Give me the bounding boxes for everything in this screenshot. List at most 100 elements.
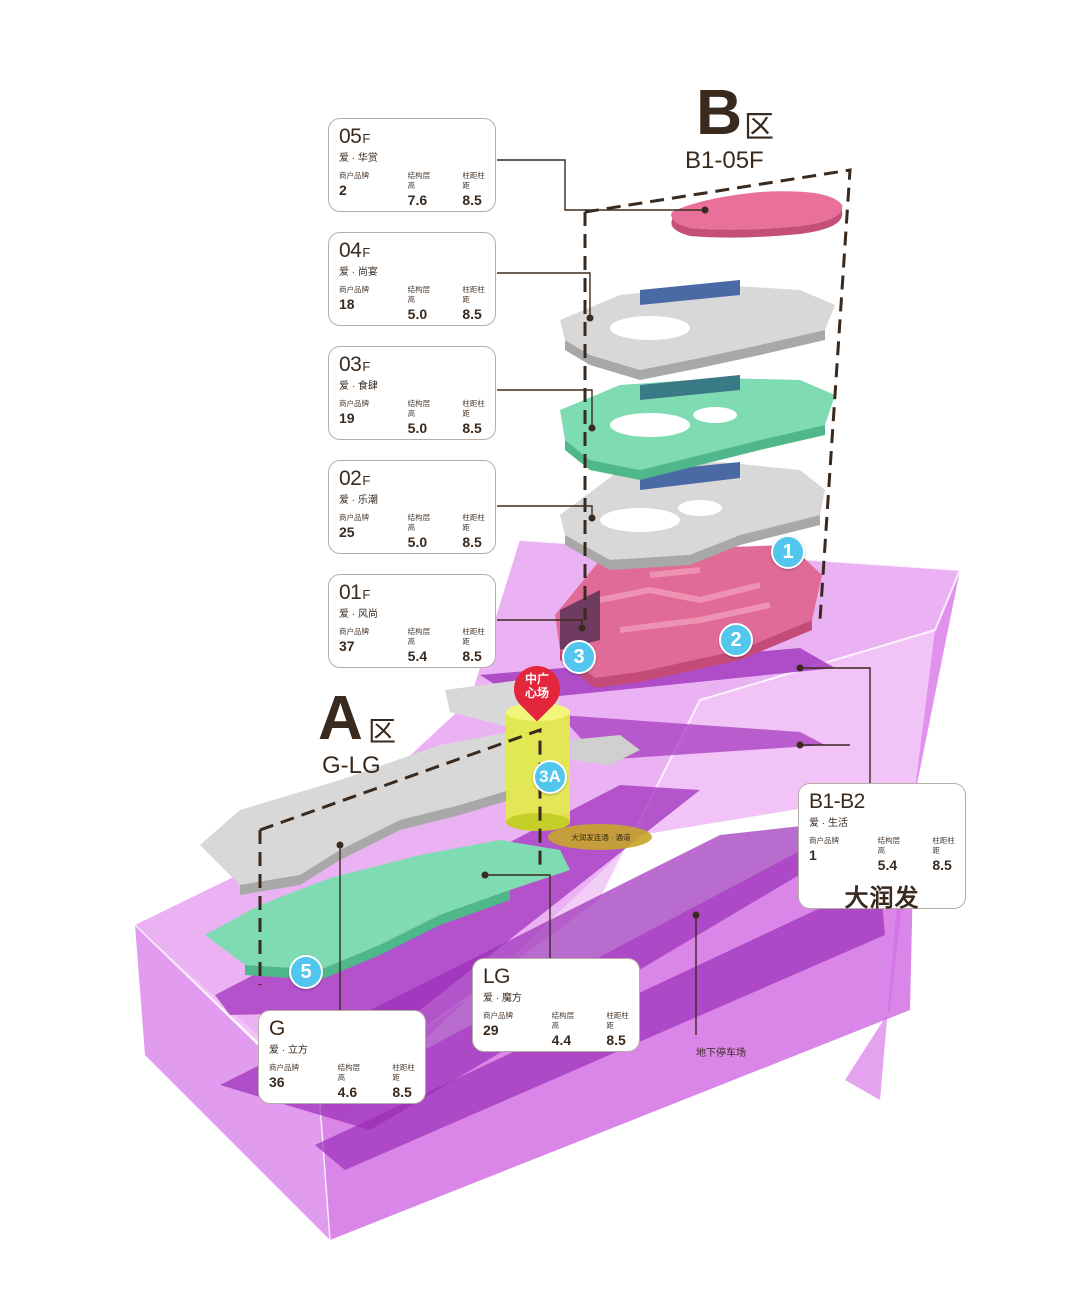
stat-label: 商户品牌 [483,1011,513,1020]
stat-value: 8.5 [606,1032,626,1048]
stat-value: 36 [269,1074,285,1090]
central-plaza-label-line1: 中广 [524,672,549,686]
floor-name: 爱 · 华赏 [339,153,378,164]
entrance-badge-2: 2 [719,623,753,657]
stat-label: 商户品牌 [339,171,369,180]
connector-ellipse [548,824,652,850]
anchor-store-name: 大润发 [844,885,920,912]
floor-number: B1-B2 [809,790,865,813]
stat-label: 结构层高 [877,836,901,855]
floor-card-01f: 01F 爱 · 风尚 商户品牌 37 结构层高 5.4 柱距柱距 8.5 [328,574,496,668]
stat-label: 商户品牌 [809,836,839,845]
floor-name: 爱 · 乐潮 [339,495,378,506]
stat-value: 5.0 [407,420,428,436]
parking-label: 地下停车场 [696,1048,746,1059]
floor-04f-plate [560,280,835,380]
floor-02f-plate [560,462,825,570]
stat-value: 8.5 [462,534,482,550]
stat-value: 7.6 [407,192,428,208]
stat-value: 4.6 [337,1084,358,1100]
stat-value: 25 [339,524,355,540]
stat-value: 8.5 [462,192,482,208]
stat-label: 商户品牌 [339,627,369,636]
connector-label: 大润发连通 · 通道 [571,833,631,842]
stat-value: 8.5 [462,420,482,436]
zone-b-range: B1-05F [685,147,764,174]
stat-label: 柱距柱距 [462,399,485,418]
floor-number: 04F [339,239,370,262]
stat-value: 1 [809,847,817,863]
floor-card-g: G 爱 · 立方 商户品牌 36 结构层高 4.6 柱距柱距 8.5 [258,1010,426,1104]
stat-value: 5.0 [407,534,428,550]
stat-value: 5.4 [407,648,428,664]
stat-label: 柱距柱距 [462,513,485,532]
stat-label: 商户品牌 [339,285,369,294]
stat-value: 8.5 [462,306,482,322]
stat-label: 柱距柱距 [462,171,485,190]
floor-name: 爱 · 尚宴 [339,267,378,278]
floor-number: 02F [339,467,370,490]
zone-a-letter: A [318,684,363,753]
stat-label: 结构层高 [407,513,431,532]
stat-label: 柱距柱距 [392,1063,415,1082]
floor-g-plate [200,680,640,895]
floor-name: 爱 · 风尚 [339,609,378,620]
zone-b-suffix: 区 [744,111,774,144]
stat-value: 18 [339,296,355,312]
entrance-badge-5: 5 [289,955,323,989]
floor-number: 01F [339,581,370,604]
stat-label: 结构层高 [337,1063,361,1082]
entrance-badge-3a: 3A [533,760,567,794]
floor-card-03f: 03F 爱 · 食肆 商户品牌 19 结构层高 5.0 柱距柱距 8.5 [328,346,496,440]
stat-value: 2 [339,182,347,198]
stat-value: 8.5 [462,648,482,664]
stat-label: 结构层高 [407,399,431,418]
stat-label: 结构层高 [407,285,431,304]
stat-label: 柱距柱距 [932,836,955,855]
floor-card-05f: 05F 爱 · 华赏 商户品牌 2 结构层高 7.6 柱距柱距 8.5 [328,118,496,212]
floor-03f-plate [560,375,835,480]
entrance-badge-1: 1 [771,535,805,569]
floor-name: 爱 · 食肆 [339,381,378,392]
stat-value: 5.0 [407,306,428,322]
stat-label: 柱距柱距 [462,627,485,646]
leader-dots [336,206,804,919]
floor-number: G [269,1017,285,1040]
floor-lg-plate [205,840,570,980]
stat-label: 柱距柱距 [606,1011,629,1030]
floor-name: 爱 · 立方 [269,1045,308,1056]
stat-label: 结构层高 [407,171,431,190]
stat-value: 19 [339,410,355,426]
floor-card-02f: 02F 爱 · 乐潮 商户品牌 25 结构层高 5.0 柱距柱距 8.5 [328,460,496,554]
stat-label: 柱距柱距 [462,285,485,304]
stat-label: 商户品牌 [339,513,369,522]
floor-05f-plate [671,191,843,238]
stat-value: 29 [483,1022,499,1038]
zone-a-suffix: 区 [368,716,397,747]
zone-a-range: G-LG [322,752,381,779]
central-plaza-label: 中广 心场 [514,672,560,700]
floor-name: 爱 · 魔方 [483,993,522,1004]
stat-value: 4.4 [551,1032,572,1048]
stat-label: 商户品牌 [269,1063,299,1072]
leader-lines [339,159,871,1035]
zone-b-letter: B [696,76,743,148]
floor-name: 爱 · 生活 [809,818,848,829]
stat-label: 结构层高 [551,1011,575,1030]
central-plaza-label-line2: 心场 [524,686,549,700]
zone-dashed-outlines [258,168,852,985]
stat-label: 商户品牌 [339,399,369,408]
block-right-face [845,570,960,1100]
stat-value: 37 [339,638,355,654]
floor-number: 03F [339,353,370,376]
entrance-badge-3: 3 [562,640,596,674]
stat-label: 结构层高 [407,627,431,646]
stat-value: 8.5 [932,857,952,873]
floor-number: 05F [339,125,370,148]
floor-card-lg: LG 爱 · 魔方 商户品牌 29 结构层高 4.4 柱距柱距 8.5 [472,958,640,1052]
floor-number: LG [483,965,511,988]
floor-card-04f: 04F 爱 · 尚宴 商户品牌 18 结构层高 5.0 柱距柱距 8.5 [328,232,496,326]
stat-value: 8.5 [392,1084,412,1100]
